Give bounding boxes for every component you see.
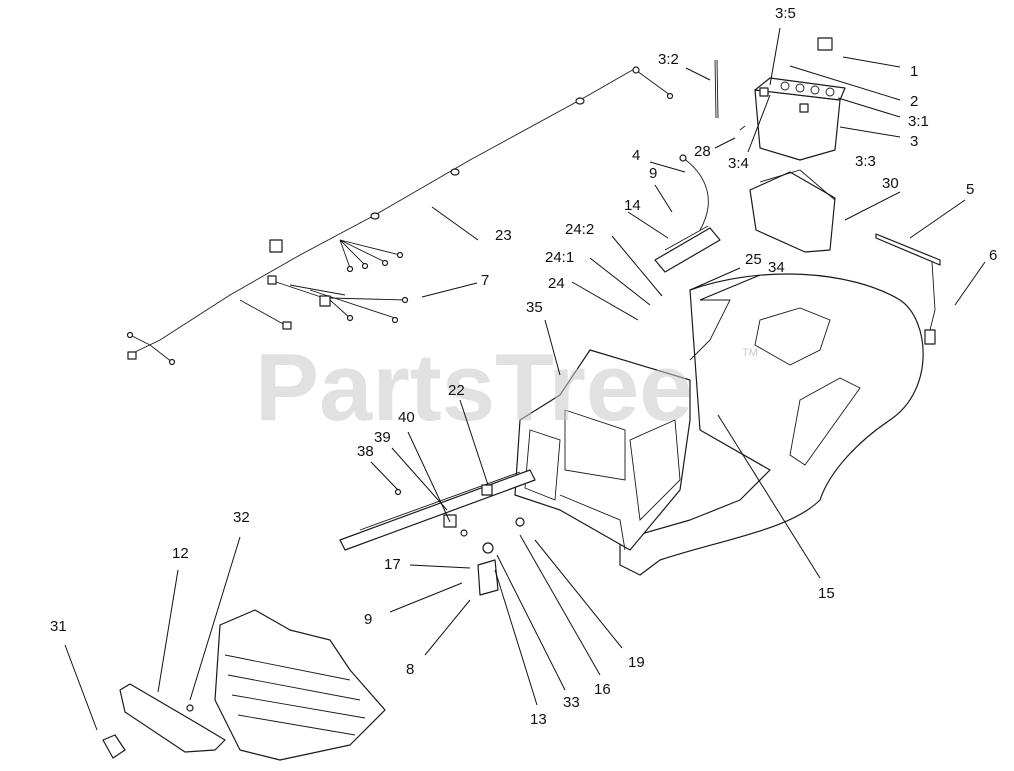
callout-25: 25 — [745, 251, 762, 268]
callout-17: 17 — [384, 556, 401, 573]
battery — [714, 37, 846, 161]
callout-9-b: 9 — [364, 611, 372, 628]
callout-32: 32 — [233, 509, 250, 526]
battery-box — [749, 169, 836, 253]
callout-7: 7 — [481, 272, 489, 289]
callout-34: 34 — [768, 259, 785, 276]
callout-3: 3 — [910, 133, 918, 150]
body-pan — [619, 273, 924, 576]
nose-piece — [102, 683, 226, 759]
callout-4: 4 — [632, 147, 640, 164]
hood-grille — [214, 609, 386, 761]
callout-3-4: 3:4 — [728, 155, 749, 172]
watermark-text: PartsTree — [255, 334, 693, 441]
callout-31: 31 — [50, 618, 67, 635]
callout-5: 5 — [966, 181, 974, 198]
hold-down-rod — [875, 233, 941, 345]
callout-8: 8 — [406, 661, 414, 678]
callout-16: 16 — [594, 681, 611, 698]
callout-30: 30 — [882, 175, 899, 192]
callout-24-1: 24:1 — [545, 249, 574, 266]
callout-3-1: 3:1 — [908, 113, 929, 130]
callout-39: 39 — [374, 429, 391, 446]
callout-13: 13 — [530, 711, 547, 728]
callout-3-3: 3:3 — [855, 153, 876, 170]
callout-22: 22 — [448, 382, 465, 399]
leader-lines — [64, 27, 986, 731]
callout-3-5: 3:5 — [775, 5, 796, 22]
callout-28: 28 — [694, 143, 711, 160]
callout-2: 2 — [910, 93, 918, 110]
callout-33: 33 — [563, 694, 580, 711]
callout-35: 35 — [526, 299, 543, 316]
callout-14: 14 — [624, 197, 641, 214]
callouts: 1 2 3 3:1 3:2 3:3 3:4 3:5 4 5 6 7 8 9 9 … — [50, 5, 997, 728]
callout-6: 6 — [989, 247, 997, 264]
callout-15: 15 — [818, 585, 835, 602]
callout-12: 12 — [172, 545, 189, 562]
callout-38: 38 — [357, 443, 374, 460]
wiring-harness — [126, 66, 674, 366]
watermark-trademark: TM — [742, 347, 758, 359]
callout-23: 23 — [495, 227, 512, 244]
callout-24-2: 24:2 — [565, 221, 594, 238]
callout-9-a: 9 — [649, 165, 657, 182]
callout-1: 1 — [910, 63, 918, 80]
callout-3-2: 3:2 — [658, 51, 679, 68]
battery-cable — [679, 154, 709, 231]
mounting-bracket — [654, 225, 721, 273]
callout-19: 19 — [628, 654, 645, 671]
dash-console — [514, 349, 691, 551]
callout-40: 40 — [398, 409, 415, 426]
frame-rail — [339, 469, 536, 551]
callout-24: 24 — [548, 275, 565, 292]
